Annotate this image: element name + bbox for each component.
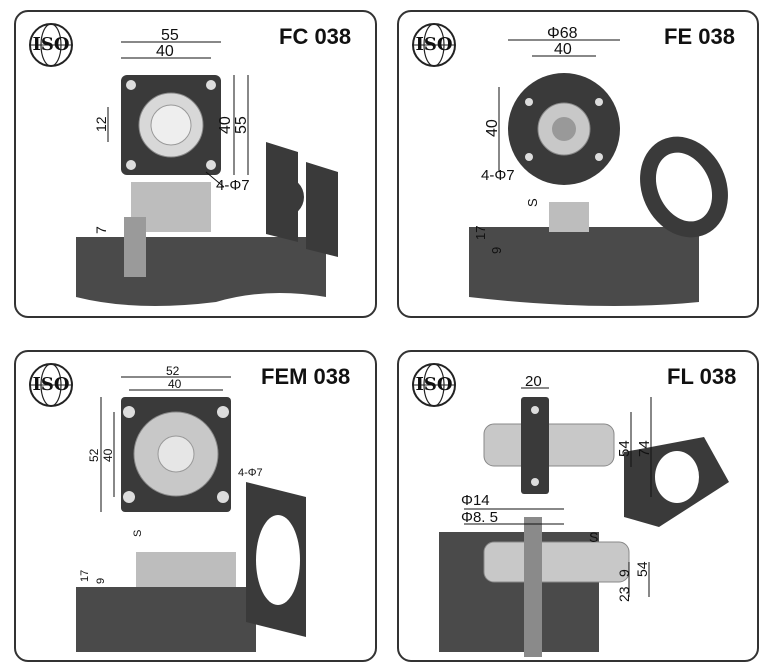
- cylinder-lower: [483, 541, 630, 583]
- bore-inner: [150, 104, 192, 146]
- panel-fem038: ISO FEM 038 52 40 52 40 4-Φ7 S 17 9: [14, 350, 377, 662]
- dim-9: 9: [95, 578, 107, 584]
- iso-text: ISO: [32, 34, 70, 55]
- dim-phi85: Φ8. 5: [461, 509, 498, 526]
- base-block: [469, 227, 699, 306]
- iso-logo: ISO: [411, 362, 457, 408]
- dim-holes: 4-Φ7: [481, 167, 515, 184]
- dim-20: 20: [525, 373, 542, 390]
- dim-v40: 40: [101, 448, 115, 462]
- dim-40: 40: [156, 43, 174, 60]
- iso-logo: ISO: [28, 362, 74, 408]
- dim-s: S: [589, 529, 598, 545]
- panel-fl038: ISO FL 038 20 54 74 Φ14 Φ8. 5 S 9 23 54: [397, 350, 759, 662]
- fem038-drawing: 52 40 52 40 4-Φ7 S 17 9: [76, 364, 306, 652]
- dim-phi68: Φ68: [547, 25, 578, 42]
- fe038-drawing: Φ68 40 40 4-Φ7 S 17 9: [469, 25, 728, 306]
- dim-v40: 40: [484, 119, 501, 137]
- dim-s: S: [525, 198, 540, 207]
- base-block: [76, 237, 326, 306]
- cylinder-neck: [136, 552, 236, 587]
- panel-fc038: ISO FC 038 55 40 12 40 55 4-Φ7 7: [14, 10, 377, 318]
- panel-fe038: ISO FE 038 Φ68 40 40 4-Φ7 S 17 9: [397, 10, 759, 318]
- dim-12: 12: [93, 116, 109, 132]
- iso-logo: ISO: [411, 22, 457, 68]
- iso-text: ISO: [415, 34, 453, 55]
- model-code: FE 038: [664, 24, 735, 49]
- dim-40: 40: [168, 377, 182, 391]
- dim-v74: 74: [636, 440, 653, 457]
- dim-v55: 55: [233, 116, 250, 134]
- dim-v52: 52: [87, 448, 101, 462]
- model-code: FC 038: [279, 24, 352, 49]
- cylinder-neck: [549, 202, 589, 232]
- iso-logo: ISO: [28, 22, 74, 68]
- dim-52: 52: [166, 364, 180, 378]
- dim-9: 9: [616, 569, 632, 577]
- clamp-bore: [655, 451, 699, 503]
- split-half-right: [306, 162, 338, 257]
- fc038-drawing: 55 40 12 40 55 4-Φ7 7: [76, 27, 338, 306]
- model-code: FEM 038: [261, 364, 351, 389]
- dim-phi14: Φ14: [461, 492, 490, 509]
- plate-bore: [256, 515, 300, 605]
- dim-s: S: [132, 530, 144, 537]
- dim-23: 23: [616, 586, 632, 602]
- dim-holes: 4-Φ7: [238, 467, 263, 479]
- dim-v54: 54: [616, 440, 633, 457]
- dim-v40: 40: [217, 116, 234, 134]
- base-block: [76, 587, 256, 652]
- dim-40: 40: [554, 41, 572, 58]
- dim-holes: 4-Φ7: [216, 177, 250, 194]
- dim-7: 7: [93, 226, 109, 234]
- model-code: FL 038: [667, 364, 737, 389]
- dim-55: 55: [161, 27, 179, 44]
- dim-9: 9: [489, 247, 504, 254]
- dim-17: 17: [79, 570, 91, 582]
- fl038-drawing: 20 54 74 Φ14 Φ8. 5 S 9 23 54: [439, 373, 729, 657]
- flange-bar: [521, 397, 549, 494]
- bolt-section: [124, 217, 146, 277]
- bolt-section: [524, 517, 542, 657]
- split-half-left: [266, 142, 304, 242]
- dim-54: 54: [634, 561, 650, 577]
- iso-text: ISO: [415, 374, 453, 395]
- iso-text: ISO: [32, 374, 70, 395]
- dim-17: 17: [473, 226, 488, 240]
